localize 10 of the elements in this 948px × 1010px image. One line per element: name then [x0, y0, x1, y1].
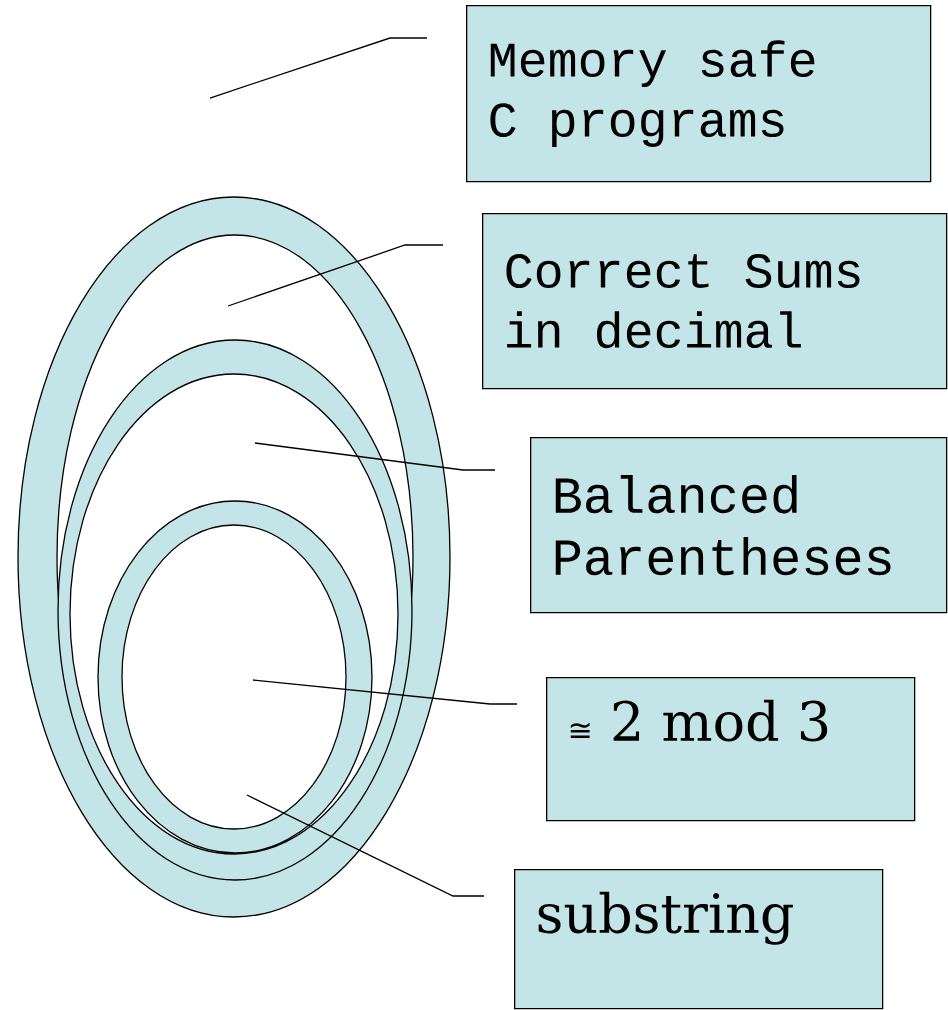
text-box: ≅ 2 mod 3: [546, 677, 916, 822]
text-box: Balanced Parentheses: [530, 437, 948, 614]
leader-line: [227, 244, 444, 307]
leader-line: [252, 679, 518, 705]
leader-line: [209, 37, 428, 99]
leader-line: [254, 442, 496, 471]
text-box: substring: [514, 869, 884, 1010]
leader-line: [246, 794, 485, 897]
text-box: Memory safe C programs: [466, 5, 932, 183]
text-box: Correct Sums in decimal: [482, 213, 948, 390]
